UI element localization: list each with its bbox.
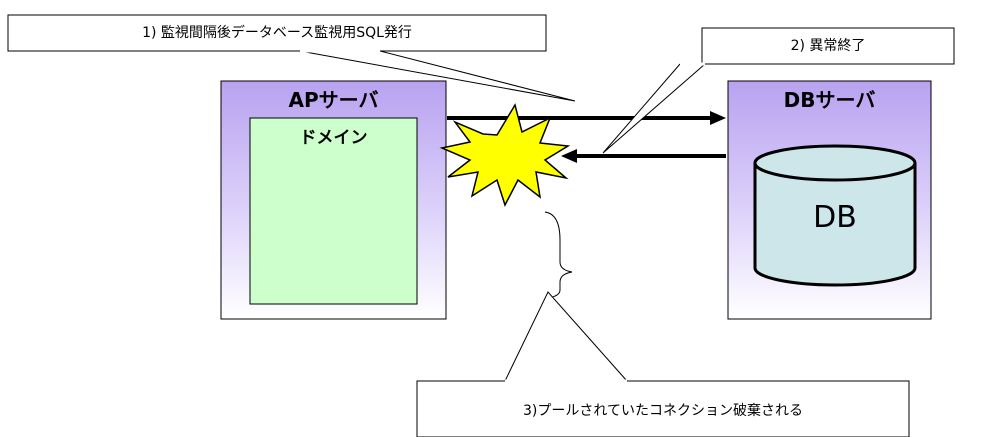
callout-step3: [416, 291, 910, 437]
domain-box: [249, 117, 418, 305]
ap-server-title: APサーバ: [288, 88, 379, 112]
request-arrow: [447, 111, 726, 125]
gap-brace: [544, 211, 573, 299]
callout-step2: [602, 27, 955, 154]
domain-title: ドメイン: [299, 128, 368, 148]
callout-step2-text: 2) 異常終了: [790, 38, 866, 54]
callout-step1-text: 1) 監視間隔後データベース監視用SQL発行: [142, 25, 412, 41]
callout-step3-text: 3)プールされていたコネクション破棄される: [523, 403, 803, 419]
db-server-title: DBサーバ: [783, 88, 876, 112]
explosion-burst-icon: [439, 103, 571, 207]
callout-step1: [7, 14, 576, 102]
db-label: DB: [813, 200, 857, 235]
response-arrow: [561, 149, 726, 163]
database-cylinder-icon: [753, 144, 917, 287]
